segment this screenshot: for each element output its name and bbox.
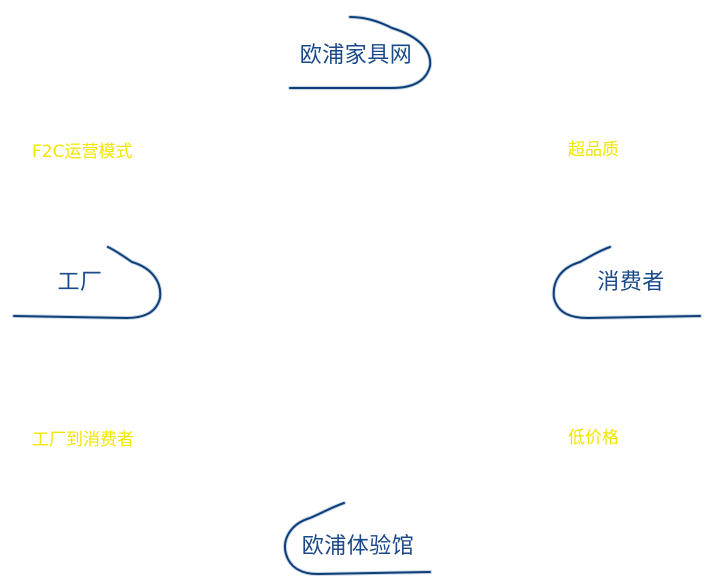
cloud-outline-icon [12,245,163,321]
node-ouppu-showroom: 欧浦体验馆 [282,500,434,578]
node-label-top: 欧浦家具网 [299,43,413,68]
node-label-bottom: 欧浦体验馆 [301,534,415,559]
edge-label-bottom-right: 低价格 [568,428,619,448]
node-factory: 工厂 [10,244,163,322]
node-label-left: 工厂 [57,270,103,295]
node-consumer: 消费者 [551,244,704,322]
node-ouppu-furniture-site: 欧浦家具网 [280,14,433,92]
edge-label-top-left: F2C运营模式 [32,142,133,162]
node-label-right: 消费者 [597,270,665,295]
cloud-outline-icon [551,245,702,321]
edge-label-bottom-left: 工厂到消费者 [32,430,134,450]
cloud-outline-icon [288,15,433,90]
edge-label-top-right: 超品质 [568,140,619,160]
cloud-outline-icon [283,501,432,577]
